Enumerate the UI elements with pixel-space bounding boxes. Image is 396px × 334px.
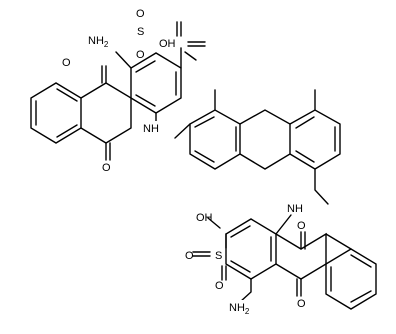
central-dihydroanthracene — [174, 89, 341, 205]
imine-label-right: NH — [287, 203, 303, 215]
imine-label-left: NH — [143, 123, 159, 135]
carbonyl-label-bottom-2: O — [297, 298, 306, 310]
sulfur-label-top: S — [137, 26, 144, 38]
atom-labels: NH2 S O O OH O O NH NH OH S O O NH2 O O — [62, 8, 306, 316]
amine-label-top: NH2 — [88, 35, 109, 49]
oxygen-label-bottom-2: O — [215, 280, 224, 292]
oxygen-label-top-2: O — [136, 49, 145, 61]
hydroxyl-label-top: OH — [159, 38, 176, 50]
oxygen-label-top-1: O — [136, 8, 145, 20]
oxygen-label-bottom-1: O — [185, 250, 194, 262]
lower-anthraquinone — [192, 214, 377, 310]
sulfur-label-bottom: S — [215, 250, 222, 262]
carbonyl-label-top-1: O — [62, 57, 71, 69]
amine-label-bottom: NH2 — [229, 302, 250, 316]
carbonyl-label-bottom-1: O — [297, 220, 306, 232]
carbonyl-label-top-2: O — [102, 162, 111, 174]
upper-anthraquinone — [30, 21, 206, 161]
hydroxyl-label-bottom: OH — [196, 212, 213, 224]
